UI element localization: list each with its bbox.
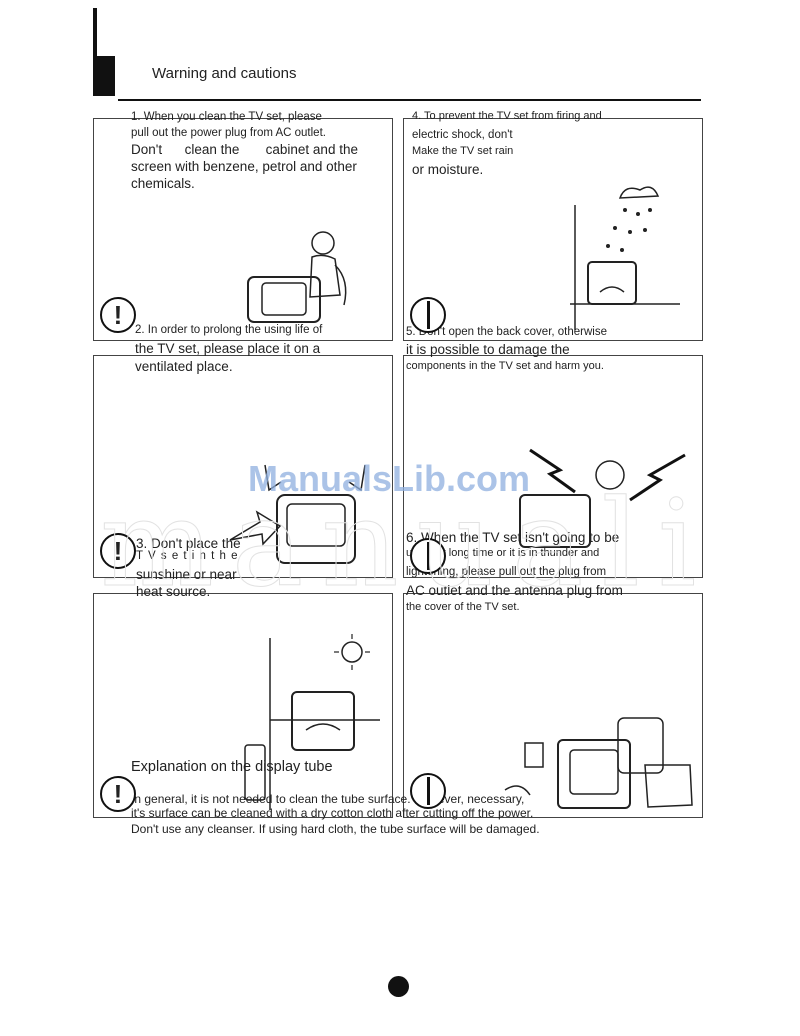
section-4-body-line-1: or moisture. (412, 162, 484, 177)
explanation-heading: Explanation on the display tube (131, 759, 333, 775)
section-2-body-line-1: the TV set, please place it on a (135, 341, 321, 356)
exclamation-warning-icon: ! (100, 776, 136, 812)
page-title: Warning and cautions (152, 65, 297, 82)
section-3-box (93, 593, 393, 818)
section-1-body-line-3: chemicals. (131, 176, 195, 191)
section-1-body-line-2: screen with benzene, petrol and other (131, 159, 357, 174)
section-3-spaced-line: T V s e t i n t h e (136, 550, 239, 562)
unplug-tv-illustration (504, 717, 693, 809)
section-5-body-line-1: it is possible to damage the (406, 342, 570, 357)
section-6-body-line-1: AC outlet and the antenna plug from (406, 583, 623, 598)
section-2-intro-line-1: 2. In order to prolong the using life of (135, 324, 323, 336)
section-1-body-line-1: Don't clean the cabinet and the (131, 142, 358, 157)
rain-tv-illustration (570, 186, 680, 330)
exclamation-warning-icon: ! (100, 533, 136, 569)
section-4-box (403, 118, 703, 341)
sunshine-tv-illustration (244, 634, 380, 810)
header-black-block (93, 56, 115, 96)
exclamation-warning-icon: ! (100, 297, 136, 333)
header-vertical-bar (93, 8, 97, 96)
section-6-extra-line-1: the cover of the TV set. (406, 601, 520, 613)
section-1-intro-line-1: 1. When you clean the TV set, please (131, 111, 322, 123)
section-4-intro-line-3: Make the TV set rain (412, 145, 514, 157)
watermark-large-text: manuali (99, 475, 715, 615)
section-1-intro-line-2: pull out the power plug from AC outlet. (131, 127, 326, 139)
section-2-body-line-2: ventilated place. (135, 359, 233, 374)
cleaning-tv-illustration (247, 231, 347, 323)
section-1-box (93, 118, 393, 341)
header-rule (118, 99, 701, 101)
section-3-intro-line-1: 3. Don't place the (136, 536, 241, 551)
back-cover-illustration (519, 448, 686, 548)
section-6-small-line-1: used for long time or it is in thunder a… (406, 547, 600, 559)
explanation-line-2: it's surface can be cleaned with a dry c… (131, 806, 534, 820)
prohibition-icon (410, 538, 446, 574)
section-6-small-line-2: lightening, please pull out the plug fro… (406, 566, 607, 578)
ventilation-tv-illustration (229, 464, 366, 564)
prohibition-icon (410, 297, 446, 333)
explanation-line-3: Don't use any cleanser. If using hard cl… (131, 822, 540, 836)
watermark-text: ManualsLib.com (248, 458, 531, 499)
section-6-intro-line-1: 6. When the TV set isn't going to be (406, 530, 620, 545)
page-number-dot (388, 976, 409, 997)
section-3-body-line-1: sunshine or near (136, 567, 237, 582)
section-3-body-line-2: heat source. (136, 584, 211, 599)
section-5-box (403, 355, 703, 578)
section-5-intro-line-1: 5. Don't open the back cover, otherwise (406, 326, 608, 338)
prohibition-icon (410, 773, 446, 809)
section-4-intro-line-2: electric shock, don't (412, 129, 513, 141)
section-4-intro-line-1: 4. To prevent the TV set from firing and (412, 110, 602, 122)
section-5-extra-line-1: components in the TV set and harm you. (406, 360, 604, 372)
section-2-box (93, 355, 393, 578)
section-6-box (403, 593, 703, 818)
